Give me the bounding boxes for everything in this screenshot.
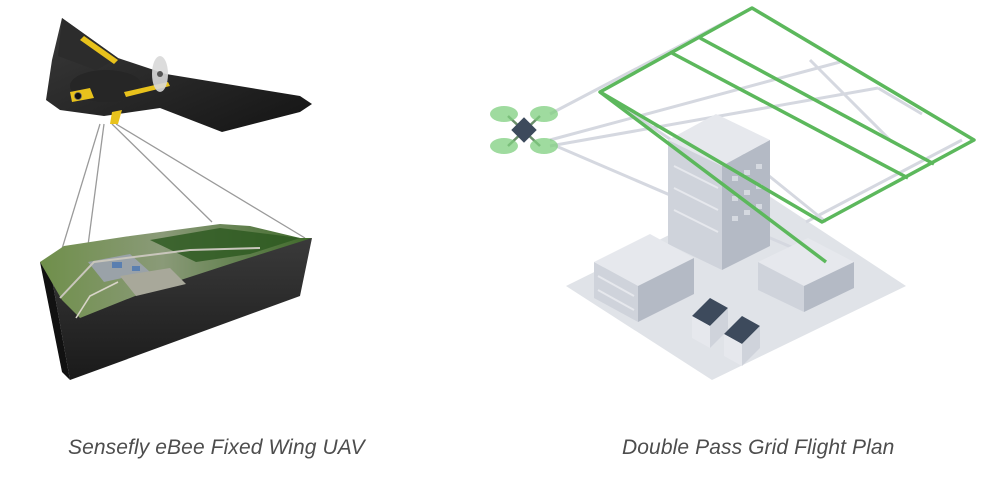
flight-plan-caption: Double Pass Grid Flight Plan	[622, 436, 895, 459]
ebee-illustration	[40, 18, 312, 380]
building-cluster-icon	[594, 114, 854, 366]
ground-plate	[566, 190, 906, 380]
ebee-panel: Sensefly eBee Fixed Wing UAV	[0, 0, 460, 478]
flight-plan-illustration	[490, 6, 976, 380]
flight-plan-panel: Double Pass Grid Flight Plan	[470, 0, 1000, 478]
fixed-wing-drone-icon	[46, 18, 312, 132]
ebee-caption: Sensefly eBee Fixed Wing UAV	[68, 436, 365, 459]
flight-path-grid	[598, 6, 976, 264]
quadcopter-icon	[490, 106, 558, 154]
terrain-block-icon	[40, 224, 312, 380]
